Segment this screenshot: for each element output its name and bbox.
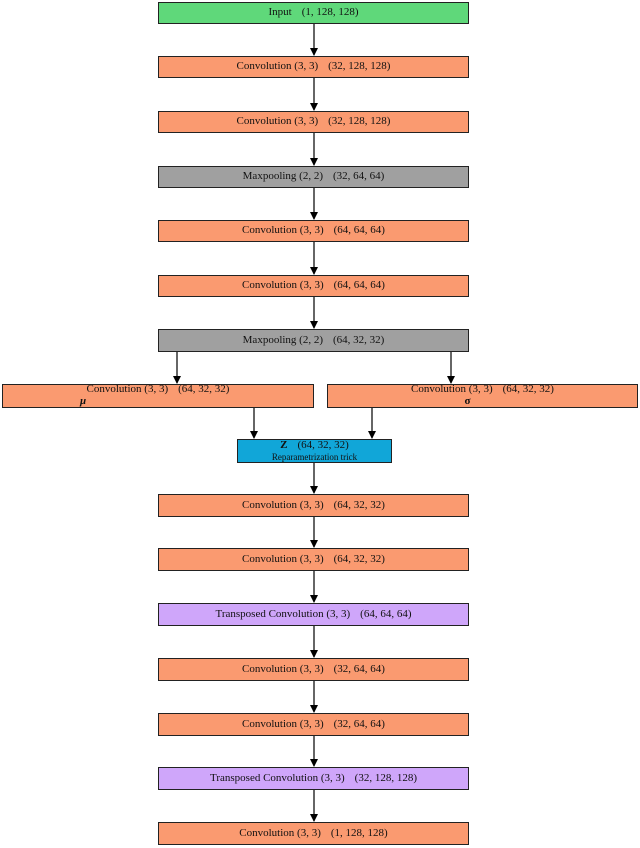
latent-z-node: Z (64, 32, 32) Reparametrization trick xyxy=(237,439,392,463)
convolution-node-6: Convolution (3, 3) (64, 32, 32) xyxy=(158,548,469,571)
node-shape: (64, 64, 64) xyxy=(333,224,385,237)
node-op: Convolution (3, 3) xyxy=(242,552,324,565)
node-op: Transposed Convolution (3, 3) xyxy=(215,607,351,620)
node-shape: (32, 64, 64) xyxy=(333,170,385,183)
transposed-convolution-node-1: Transposed Convolution (3, 3) (64, 64, 64… xyxy=(158,603,469,626)
node-op: Convolution (3, 3) xyxy=(239,826,321,839)
convolution-node-7: Convolution (3, 3) (32, 64, 64) xyxy=(158,658,469,681)
node-op: Maxpooling (2, 2) xyxy=(242,170,324,183)
node-op: Convolution (3, 3) xyxy=(242,279,324,292)
node-op: Convolution (3, 3) xyxy=(242,662,324,675)
node-shape: (1, 128, 128) xyxy=(330,826,388,839)
node-shape: (64, 64, 64) xyxy=(333,279,385,292)
convolution-node-1: Convolution (3, 3) (32, 128, 128) xyxy=(158,56,469,78)
node-shape: (64, 32, 32) xyxy=(178,383,230,396)
node-shape: (64, 64, 64) xyxy=(360,607,412,620)
output-convolution-node: Convolution (3, 3) (1, 128, 128) xyxy=(158,822,469,845)
node-op: Convolution (3, 3) xyxy=(411,383,493,396)
node-op: Convolution (3, 3) xyxy=(236,115,319,128)
node-op: Input xyxy=(268,6,292,19)
node-op: Convolution (3, 3) xyxy=(86,383,169,396)
node-shape: (64, 32, 32) xyxy=(333,333,385,346)
mu-symbol: μ xyxy=(79,395,87,407)
node-op: Transposed Convolution (3, 3) xyxy=(210,771,345,784)
convolution-node-3: Convolution (3, 3) (64, 64, 64) xyxy=(158,220,469,242)
node-shape: (32, 128, 128) xyxy=(354,771,417,784)
mu-convolution-node: Convolution (3, 3) (64, 32, 32) μ xyxy=(2,384,314,408)
sigma-convolution-node: Convolution (3, 3) (64, 32, 32) σ xyxy=(327,384,638,408)
convolution-node-8: Convolution (3, 3) (32, 64, 64) xyxy=(158,713,469,736)
input-node: Input (1, 128, 128) xyxy=(158,2,469,24)
node-op: Convolution (3, 3) xyxy=(242,498,324,511)
node-shape: (64, 32, 32) xyxy=(333,552,385,565)
node-op: Convolution (3, 3) xyxy=(242,717,324,730)
reparametrization-label: Reparametrization trick xyxy=(271,451,358,462)
convolution-node-2: Convolution (3, 3) (32, 128, 128) xyxy=(158,111,469,133)
node-shape: (32, 128, 128) xyxy=(328,115,391,128)
node-shape: (1, 128, 128) xyxy=(301,6,359,19)
node-shape: (64, 32, 32) xyxy=(333,498,385,511)
node-shape: (32, 128, 128) xyxy=(328,60,391,73)
node-op: Z xyxy=(280,439,288,451)
node-op: Maxpooling (2, 2) xyxy=(242,333,324,346)
node-shape: (64, 32, 32) xyxy=(502,383,554,396)
maxpooling-node-2: Maxpooling (2, 2) (64, 32, 32) xyxy=(158,329,469,352)
node-shape: (32, 64, 64) xyxy=(333,662,385,675)
convolution-node-5: Convolution (3, 3) (64, 32, 32) xyxy=(158,494,469,517)
node-op: Convolution (3, 3) xyxy=(236,60,319,73)
node-shape: (32, 64, 64) xyxy=(333,717,385,730)
convolution-node-4: Convolution (3, 3) (64, 64, 64) xyxy=(158,275,469,297)
node-shape: (64, 32, 32) xyxy=(297,439,349,451)
sigma-symbol: σ xyxy=(464,395,471,407)
transposed-convolution-node-2: Transposed Convolution (3, 3) (32, 128, 1… xyxy=(158,767,469,790)
node-op: Convolution (3, 3) xyxy=(242,224,324,237)
maxpooling-node-1: Maxpooling (2, 2) (32, 64, 64) xyxy=(158,166,469,188)
